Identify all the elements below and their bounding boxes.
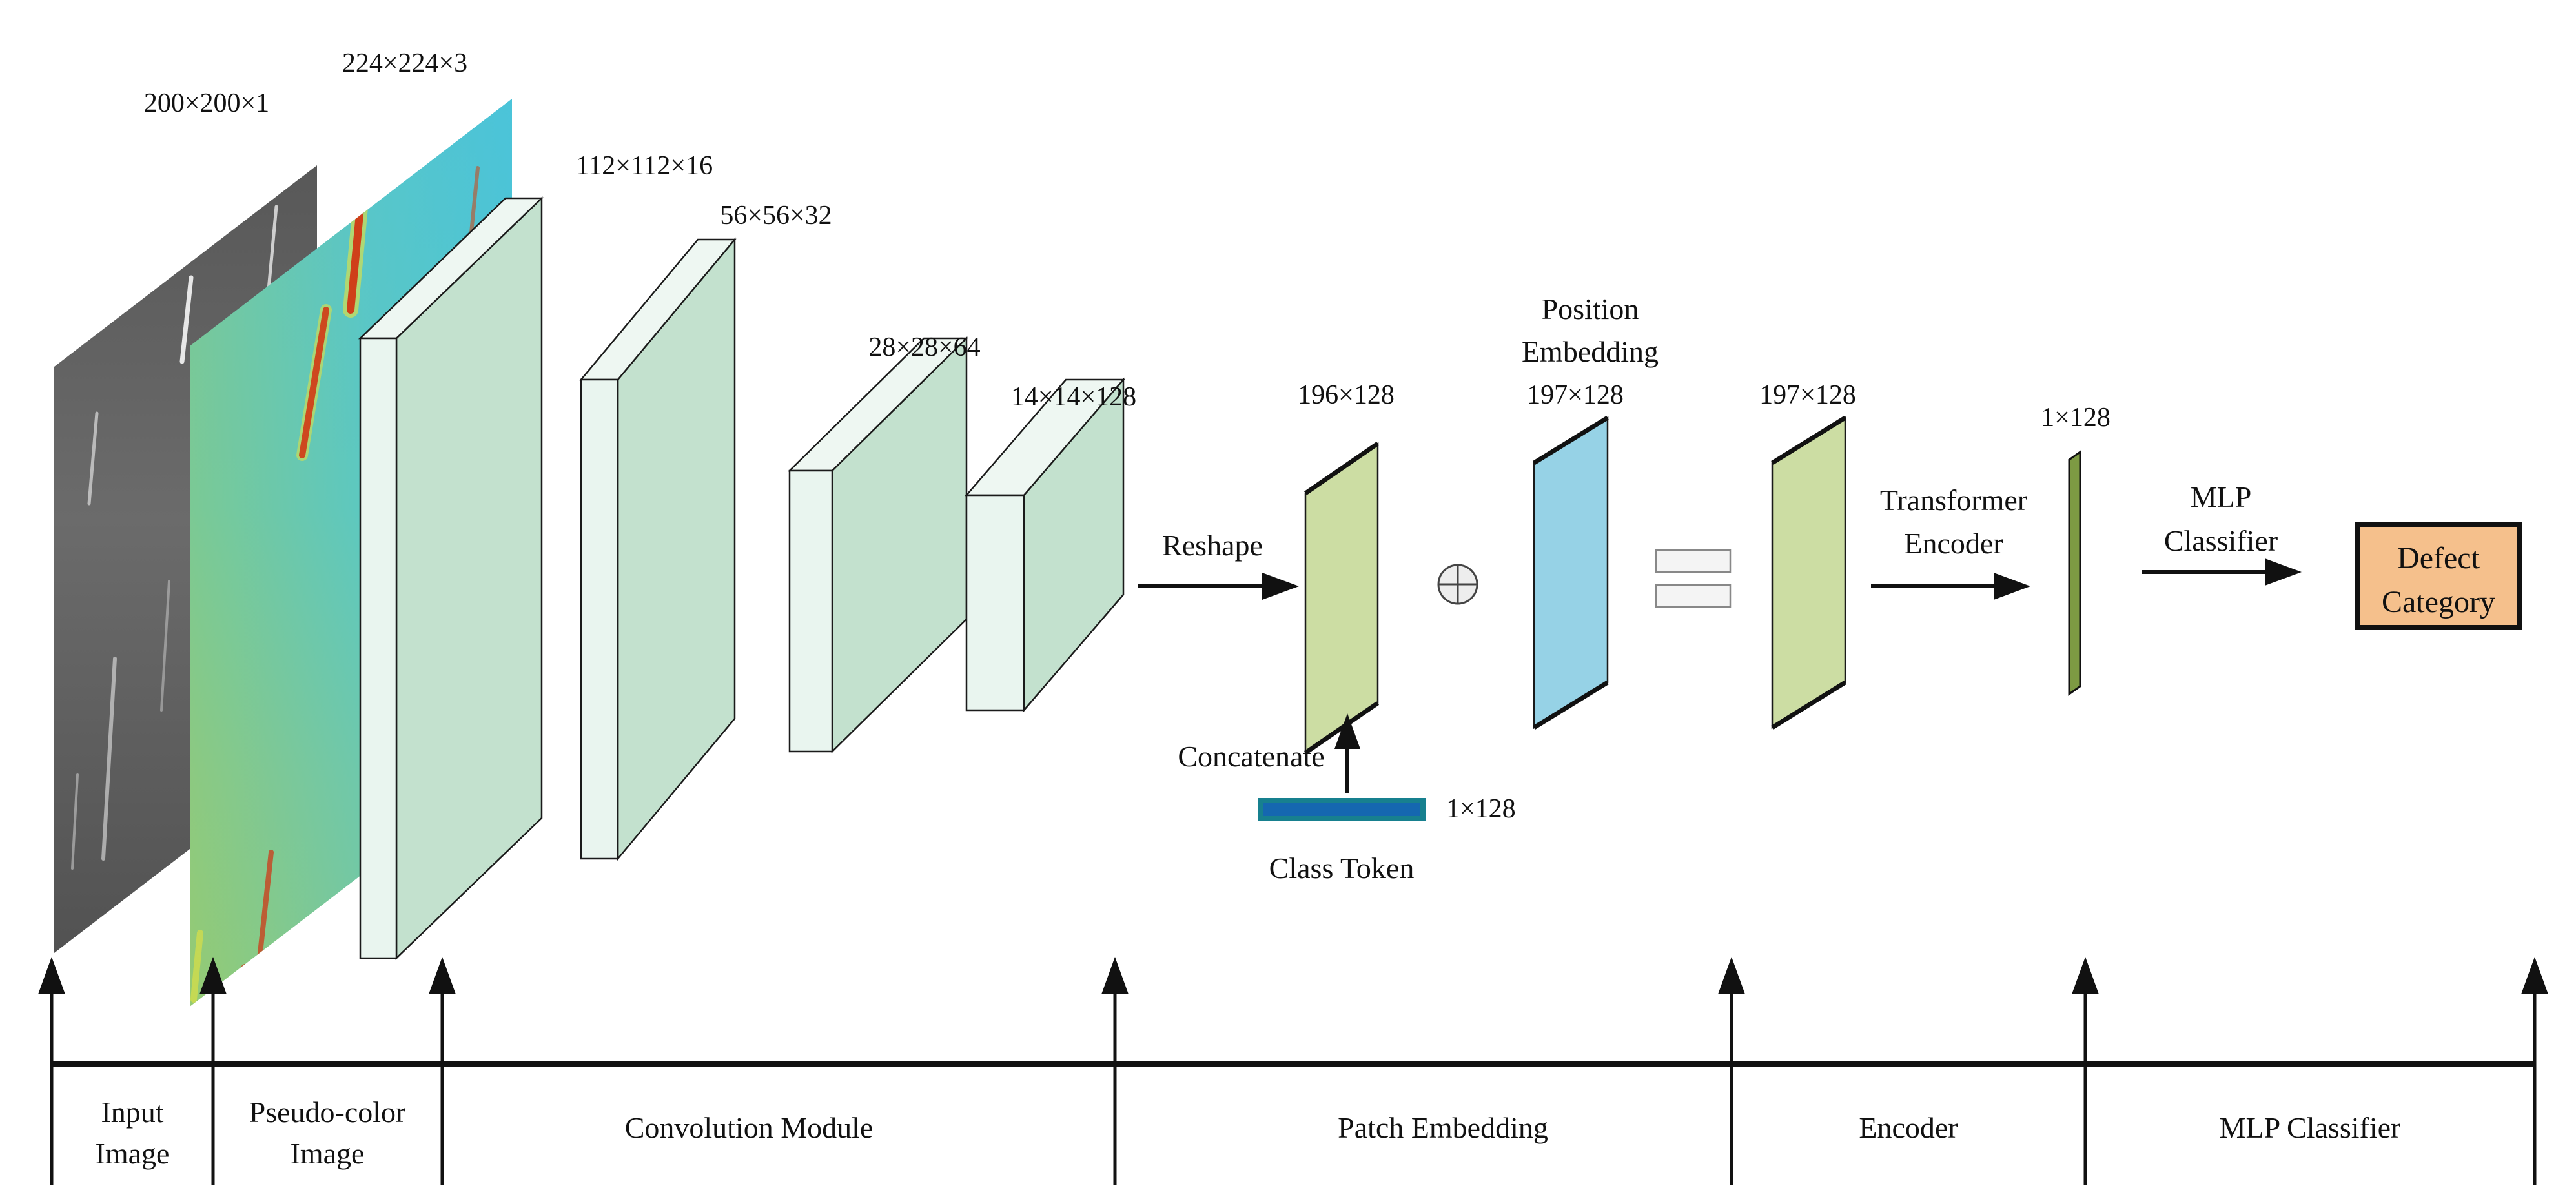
concatenate-arrowhead	[1334, 713, 1360, 749]
class-token-bar	[1258, 798, 1426, 821]
mlp-label-line1: MLP	[2191, 480, 2252, 513]
class-token-label: Class Token	[1269, 852, 1415, 885]
separator-pseudo	[199, 957, 227, 1185]
equals-icon	[1655, 549, 1732, 608]
transformer-label-line2: Encoder	[1904, 527, 2003, 560]
sum-sheet-face	[1771, 416, 1846, 730]
conv1-dims-label: 112×112×16	[576, 151, 713, 181]
position-embedding-sheet	[1533, 416, 1609, 730]
separator-encoder	[1718, 957, 1745, 1185]
section-input-line1: Input	[101, 1096, 163, 1129]
defect-category-line1: Defect	[2397, 541, 2480, 575]
separator-mlp	[2072, 957, 2099, 1185]
transformer-arrow	[1871, 573, 2030, 600]
reshape-arrow	[1138, 573, 1299, 600]
reshape-arrowhead	[1262, 573, 1299, 600]
section-pseudo-line2: Image	[291, 1137, 365, 1170]
position-embedding-face	[1533, 416, 1609, 730]
concatenate-arrow	[1334, 713, 1360, 793]
section-patch-label: Patch Embedding	[1338, 1111, 1548, 1144]
token-sheet	[1304, 442, 1379, 755]
section-mlp-label: MLP Classifier	[2220, 1111, 2401, 1144]
bottom-axis: Input Image Pseudo-color Image Convoluti…	[38, 957, 2548, 1185]
pseudo-dims-label: 224×224×3	[342, 48, 467, 78]
conv3-dims-label: 28×28×64	[868, 333, 980, 362]
position-embedding-label-line1: Position	[1542, 292, 1639, 325]
defect-category-line2: Category	[2382, 585, 2495, 619]
defect-category-box: Defect Category	[2355, 522, 2522, 630]
cls-output-bar	[2068, 450, 2081, 696]
conv4-front-face	[965, 494, 1025, 712]
input-dims-label: 200×200×1	[144, 88, 269, 118]
conv-layer-4	[965, 377, 1125, 713]
conv-layer-3	[787, 336, 969, 753]
reshape-label: Reshape	[1162, 529, 1263, 562]
separator-input	[38, 957, 65, 1185]
token-dims-label: 196×128	[1298, 380, 1395, 410]
mlp-label-line2: Classifier	[2164, 524, 2278, 557]
mlp-arrow	[2142, 558, 2302, 586]
class-token-dims-label: 1×128	[1446, 794, 1516, 824]
conv-layer-1	[358, 196, 544, 960]
cls-output-dims-label: 1×128	[2041, 403, 2111, 433]
oplus-icon	[1437, 564, 1478, 605]
conv3-front-face	[788, 469, 833, 753]
position-embedding-label-line2: Embedding	[1522, 335, 1659, 368]
position-dims-label: 197×128	[1527, 380, 1624, 410]
token-sheet-face	[1304, 442, 1379, 755]
conv2-dims-label: 56×56×32	[720, 201, 832, 230]
concatenate-label: Concatenate	[1178, 740, 1324, 773]
section-encoder-label: Encoder	[1859, 1111, 1958, 1144]
conv1-front-face	[359, 337, 398, 959]
section-input-line2: Image	[96, 1137, 170, 1170]
sum-sheet	[1771, 416, 1846, 730]
separator-conv	[429, 957, 456, 1185]
transformer-label-line1: Transformer	[1880, 484, 2027, 517]
sum-dims-label: 197×128	[1759, 380, 1856, 410]
section-conv-label: Convolution Module	[625, 1111, 874, 1144]
conv4-dims-label: 14×14×128	[1011, 382, 1136, 412]
mlp-arrowhead	[2265, 558, 2302, 586]
conv2-front-face	[580, 378, 619, 860]
transformer-arrowhead	[1994, 573, 2030, 600]
separator-patch	[1101, 957, 1129, 1185]
conv-layer-2	[579, 237, 737, 861]
section-pseudo-line1: Pseudo-color	[249, 1096, 406, 1129]
separator-end	[2521, 957, 2548, 1185]
